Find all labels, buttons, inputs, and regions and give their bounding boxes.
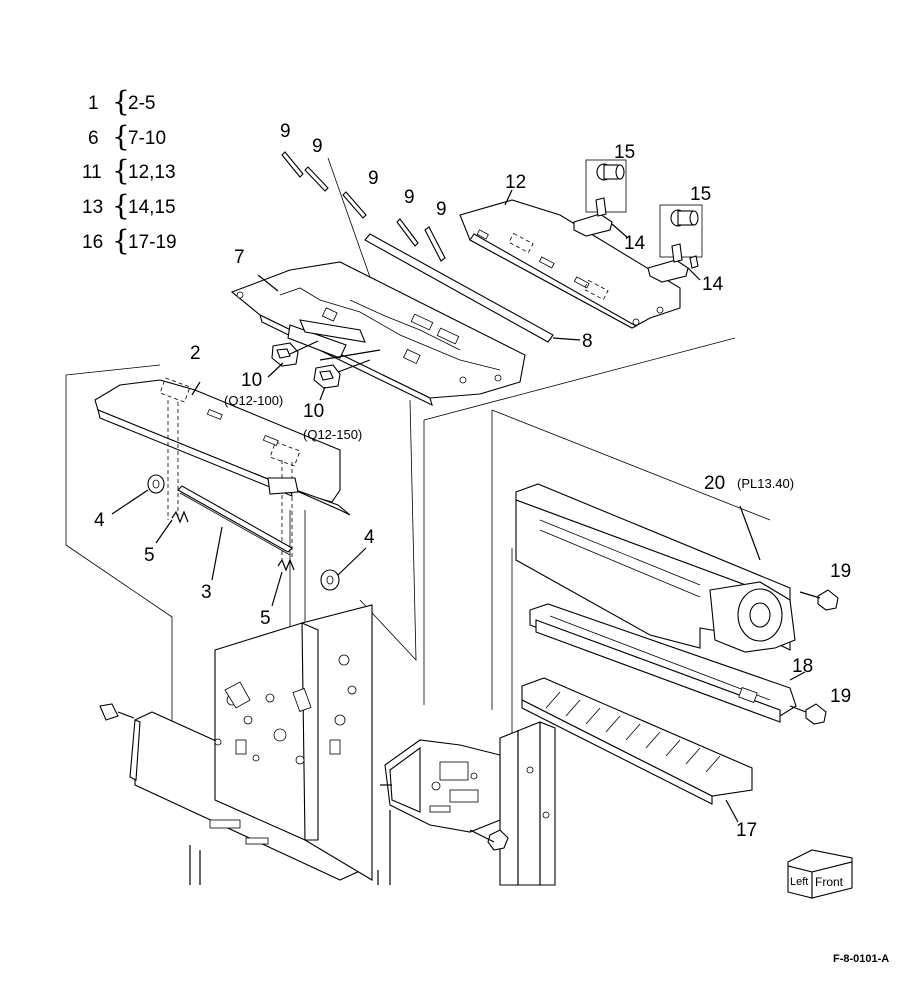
part-12-top-cover <box>459 189 681 329</box>
reference-q12-100: (Q12-100) <box>224 393 283 408</box>
callout-18: 18 <box>792 656 813 677</box>
legend-parent-4: 13 <box>82 197 103 218</box>
reference-pl13-40: (PL13.40) <box>737 476 794 491</box>
right-frame <box>380 721 556 886</box>
legend-brace: { <box>112 189 130 222</box>
callout-labels: 9 9 9 9 9 7 8 12 15 15 14 14 2 10 (Q12-1… <box>94 121 851 841</box>
legend-children-1: 2-5 <box>128 93 155 114</box>
part-9-strips <box>281 151 446 262</box>
callout-15: 15 <box>690 184 711 205</box>
part-5-springs <box>155 510 295 607</box>
main-frame <box>99 604 391 885</box>
legend-children-3: 12,13 <box>128 162 176 183</box>
callout-14: 14 <box>624 233 646 254</box>
callout-20: 20 <box>704 473 725 494</box>
legend-brace: { <box>112 120 130 153</box>
legend-children-2: 7-10 <box>128 128 166 149</box>
callout-8: 8 <box>582 331 593 352</box>
callout-10: 10 <box>241 370 262 391</box>
part-8-long-strip <box>364 233 581 343</box>
callout-15: 15 <box>614 142 635 163</box>
legend-parent-5: 16 <box>82 232 103 253</box>
legend-parent-1: 1 <box>88 93 99 114</box>
callout-19: 19 <box>830 686 851 707</box>
part-17-tray <box>521 677 753 823</box>
legend-brace: { <box>112 85 130 118</box>
part-2-chute <box>94 377 351 560</box>
legend-brace: { <box>112 154 130 187</box>
callout-5: 5 <box>260 608 271 629</box>
part-3-roller-shaft <box>177 485 293 581</box>
callout-3: 3 <box>201 582 212 603</box>
callout-19: 19 <box>830 561 851 582</box>
legend-parent-3: 11 <box>82 162 102 183</box>
callout-12: 12 <box>505 172 526 193</box>
part-18-guide <box>529 603 827 725</box>
part-7-guide-bracket <box>230 261 526 407</box>
orientation-left-label: Left <box>790 876 808 888</box>
callout-9: 9 <box>368 168 379 189</box>
callout-7: 7 <box>234 247 245 268</box>
callout-2: 2 <box>190 343 201 364</box>
part-10-sensors <box>267 340 371 401</box>
callout-5: 5 <box>144 545 155 566</box>
callout-9: 9 <box>280 121 291 142</box>
legend-brace: { <box>112 224 130 257</box>
callout-17: 17 <box>736 820 757 841</box>
callout-9: 9 <box>312 136 323 157</box>
legend-parent-2: 6 <box>88 128 99 149</box>
figure-id: F-8-0101-A <box>833 953 889 965</box>
orientation-front-label: Front <box>815 875 844 889</box>
callout-14: 14 <box>702 274 724 295</box>
part-14-15-brackets <box>573 159 703 283</box>
orientation-cube: Left Front <box>787 849 853 899</box>
assembly-legend: 1 { 2-5 6 { 7-10 11 { 12,13 13 { 14,15 1… <box>82 85 177 257</box>
callout-10: 10 <box>303 401 324 422</box>
callout-4: 4 <box>94 510 105 531</box>
legend-children-5: 17-19 <box>128 232 177 253</box>
part-4-bearings <box>111 474 367 591</box>
callout-9: 9 <box>436 199 447 220</box>
part-20-unit <box>515 483 839 653</box>
callout-4: 4 <box>364 527 375 548</box>
legend-children-4: 14,15 <box>128 197 176 218</box>
reference-q12-150: (Q12-150) <box>303 427 362 442</box>
callout-9: 9 <box>404 187 415 208</box>
